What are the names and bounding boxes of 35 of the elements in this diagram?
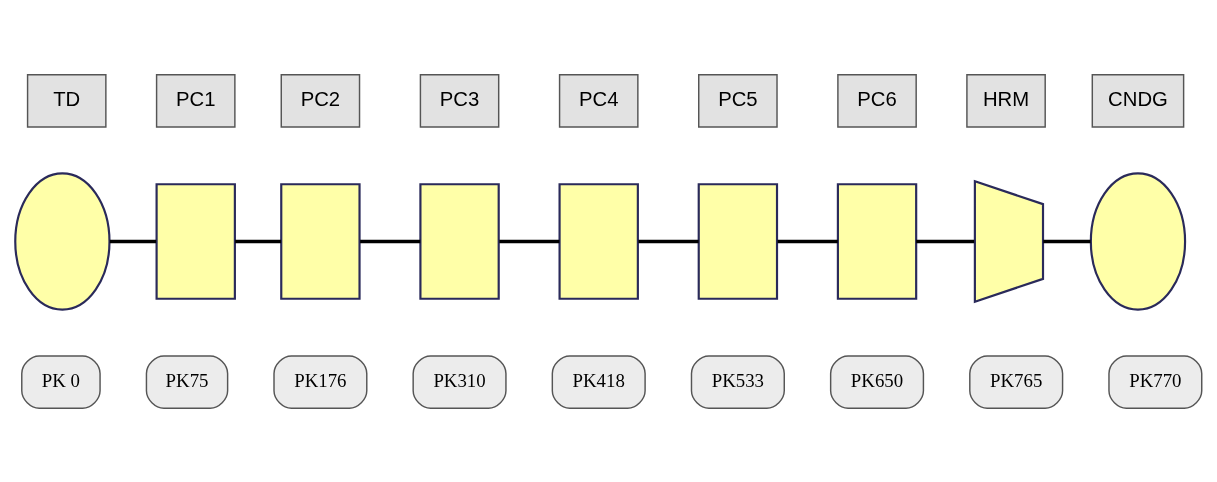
node-box [280,182,361,300]
connector [109,239,157,243]
node-box: PK650 [829,354,925,409]
connector [916,239,975,243]
node-box: PC3 [419,73,500,128]
node-box: TD [26,73,107,128]
connector [1043,239,1091,243]
node-box [836,182,918,300]
node-box [419,182,500,300]
connector [638,239,699,243]
node-box: PK 0 [21,354,101,409]
node-box [155,182,236,300]
node-ellipse [1089,171,1187,311]
node-trapezoid [973,179,1045,303]
node-box: CNDG [1091,73,1185,128]
node-box: PK310 [412,354,507,409]
connector [777,239,838,243]
node-box: PK176 [273,354,368,409]
node-box: PK770 [1108,354,1203,409]
connector [360,239,421,243]
node-box: PK75 [145,354,229,409]
node-box: PK418 [551,354,646,409]
node-box: PC1 [155,73,236,128]
node-box [697,182,779,300]
node-box: PC4 [558,73,639,128]
node-box: PK765 [969,354,1064,409]
connector [235,239,282,243]
node-box: PC6 [837,73,917,128]
node-box: PK533 [690,354,785,409]
node-box [558,182,639,300]
connector [499,239,560,243]
node-box: PC5 [698,73,778,128]
node-box: HRM [966,73,1046,128]
node-box: PC2 [280,73,361,128]
node-ellipse [14,171,111,311]
